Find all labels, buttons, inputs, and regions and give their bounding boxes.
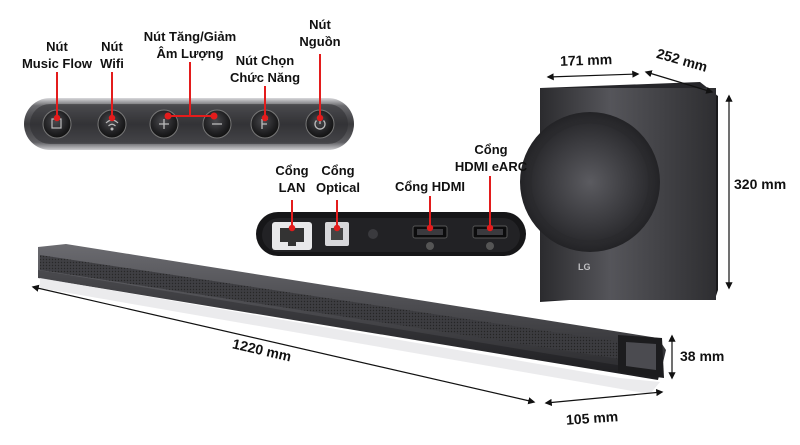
hdmi-earc-port[interactable] bbox=[472, 225, 508, 250]
hdmi-port[interactable] bbox=[412, 225, 448, 250]
hdmi-earc-label-line2: HDMI eARC bbox=[454, 159, 528, 174]
control-leader-lines bbox=[53, 54, 324, 122]
power-label: Nút Nguồn bbox=[296, 16, 344, 50]
lan-port[interactable] bbox=[272, 222, 312, 250]
wifi-label-line2: Wifi bbox=[100, 56, 124, 71]
subwoofer-height-label: 320 mm bbox=[734, 176, 787, 192]
function-label: Nút Chọn Chức Năng bbox=[228, 52, 302, 86]
soundbar-height-label: 38 mm bbox=[680, 348, 725, 364]
hdmi-earc-label: Cổng HDMI eARC bbox=[450, 141, 532, 175]
soundbar-dimension-lines bbox=[31, 284, 676, 407]
subwoofer-cone bbox=[520, 112, 660, 252]
plus-icon bbox=[159, 119, 169, 129]
music-flow-label: Nút Music Flow bbox=[16, 38, 98, 72]
control-panel bbox=[24, 98, 354, 150]
hdmi-label-line1: Cổng HDMI bbox=[394, 179, 466, 194]
subwoofer-dimension-lines bbox=[546, 70, 733, 290]
lan-label-line2: LAN bbox=[278, 180, 306, 195]
aux-jack bbox=[368, 229, 378, 239]
wifi-label-line1: Nút bbox=[101, 39, 123, 54]
optical-label: Cổng Optical bbox=[312, 162, 364, 196]
power-label-line2: Nguồn bbox=[299, 34, 341, 49]
lg-logo: LG bbox=[578, 262, 591, 272]
function-label-line2: Chức Năng bbox=[229, 70, 301, 85]
power-label-line1: Nút bbox=[309, 17, 331, 32]
volume-label-line1: Nút Tăng/Giảm bbox=[143, 29, 237, 44]
subwoofer-width-label: 171 mm bbox=[559, 51, 613, 69]
rear-port-panel bbox=[256, 212, 526, 256]
wifi-label: Nút Wifi bbox=[92, 38, 132, 72]
volume-up-button[interactable] bbox=[149, 109, 179, 139]
subwoofer: LG bbox=[520, 82, 718, 302]
function-label-line1: Nút Chọn bbox=[235, 53, 295, 68]
lan-label: Cổng LAN bbox=[268, 162, 316, 196]
optical-label-line2: Optical bbox=[315, 180, 361, 195]
music-flow-label-line1: Nút bbox=[46, 39, 68, 54]
music-flow-label-line2: Music Flow bbox=[21, 56, 93, 71]
port-leader-lines bbox=[288, 176, 494, 232]
volume-label: Nút Tăng/Giảm Âm Lượng bbox=[140, 28, 240, 62]
hdmi-earc-label-line1: Cổng bbox=[474, 142, 508, 157]
hdmi-label: Cổng HDMI bbox=[388, 178, 472, 195]
optical-label-line1: Cổng bbox=[321, 163, 355, 178]
lan-label-line1: Cổng bbox=[275, 163, 309, 178]
volume-label-line2: Âm Lượng bbox=[156, 46, 224, 61]
